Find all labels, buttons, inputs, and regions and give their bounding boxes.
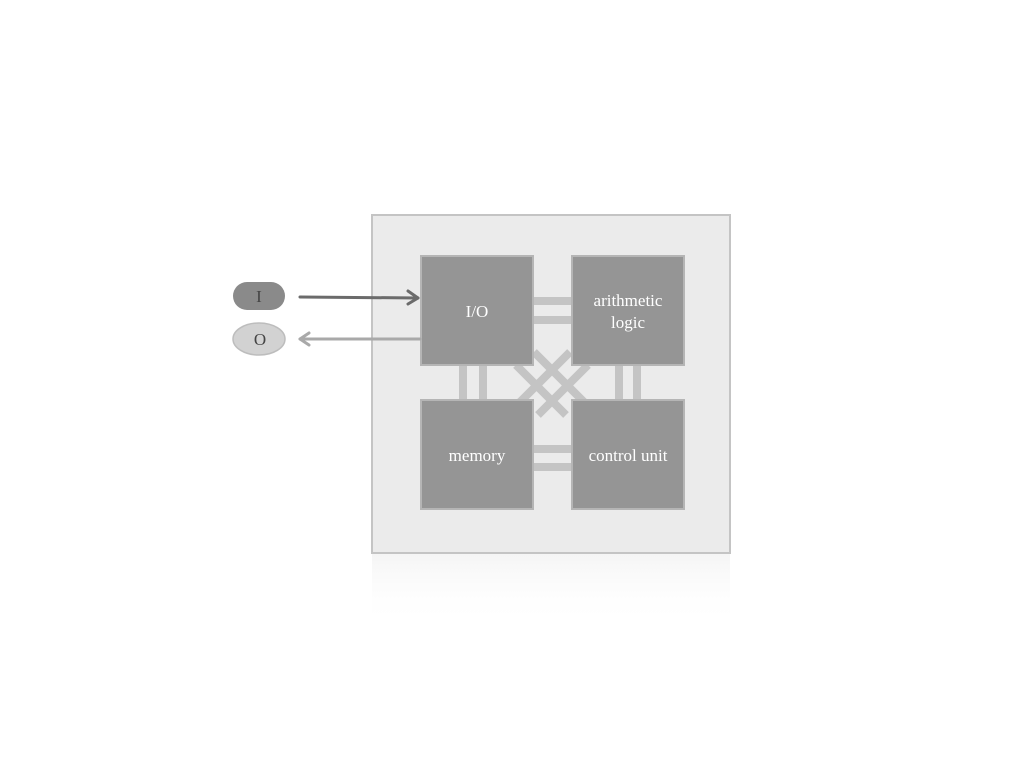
control-unit-box bbox=[571, 399, 685, 510]
bus-memory-control bbox=[533, 445, 572, 471]
alu-box-label-line-1: arithmetic bbox=[594, 291, 663, 310]
alu-box-label-line-2: logic bbox=[611, 313, 645, 332]
memory-box bbox=[420, 399, 534, 510]
input-arrow bbox=[298, 289, 420, 306]
output-pill bbox=[232, 322, 286, 356]
bus-io-memory bbox=[459, 365, 487, 400]
memory-box-label: memory bbox=[449, 446, 506, 465]
io-box-label: I/O bbox=[466, 302, 489, 321]
input-pill bbox=[233, 282, 285, 310]
container-reflection bbox=[372, 554, 730, 626]
output-arrow bbox=[298, 331, 422, 347]
control-unit-box-label: control unit bbox=[589, 446, 668, 465]
io-box bbox=[420, 255, 534, 366]
input-pill-label: I bbox=[256, 287, 262, 306]
bus-alu-control bbox=[615, 365, 641, 400]
bus-diagonal-cross bbox=[513, 349, 591, 418]
bus-io-alu bbox=[533, 297, 572, 324]
output-pill-label: O bbox=[254, 330, 266, 349]
alu-box bbox=[571, 255, 685, 366]
